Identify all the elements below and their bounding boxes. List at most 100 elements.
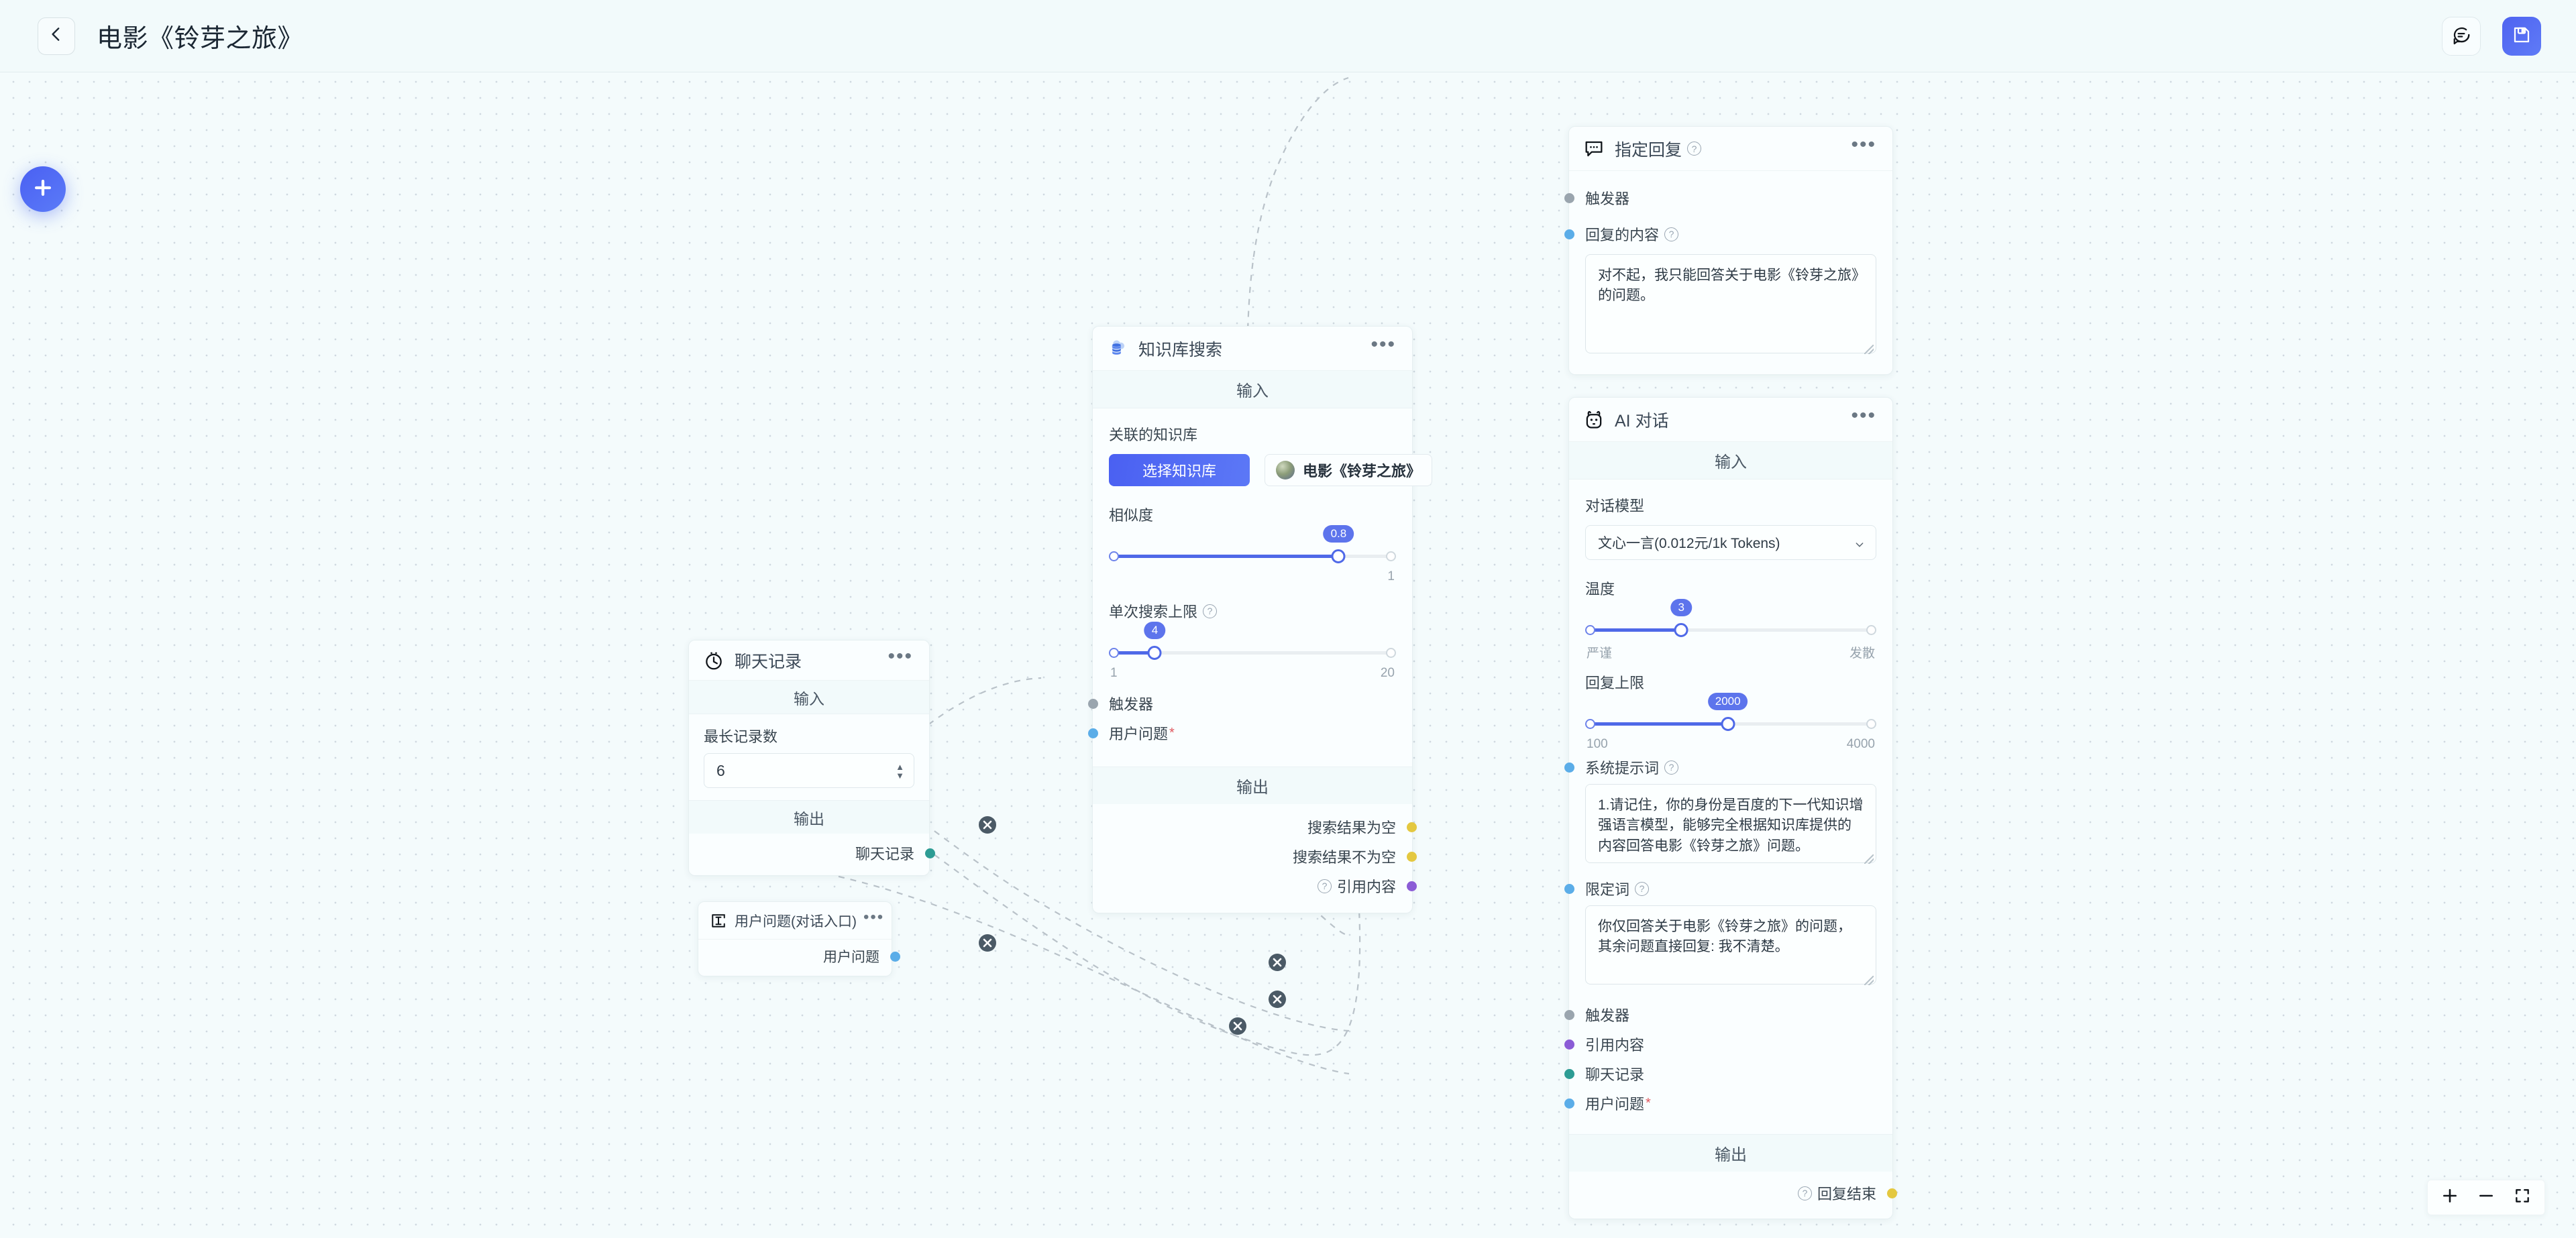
node-ai-chat[interactable]: AI 对话 ••• 输入 对话模型 文心一言(0.012元/1k Tokens)… [1564,397,1897,1219]
port-search-empty[interactable]: 搜索结果为空 [1109,812,1417,842]
port-dot[interactable] [1407,822,1417,832]
node-header[interactable]: 聊天记录 ••• [689,640,929,681]
more-dots-icon[interactable]: ••• [1851,404,1876,427]
search-limit-slider[interactable]: 4 [1109,622,1396,665]
slider-knob[interactable] [1331,549,1346,563]
scale-min: 严谨 [1587,646,1613,661]
close-circle-icon[interactable] [1269,991,1286,1008]
slider-knob[interactable] [1674,623,1688,637]
node-user-question[interactable]: 用户问题(对话入口) ••• 用户问题 [698,901,900,976]
save-button[interactable] [2502,17,2541,56]
port-dot[interactable] [1407,851,1417,862]
port-dot[interactable] [890,951,900,962]
help-icon[interactable]: ? [1664,227,1679,241]
port-dot[interactable] [925,848,935,858]
port-dot[interactable] [1564,192,1574,203]
kb-thumbnail [1276,461,1295,480]
fit-view-button[interactable] [2514,1187,2531,1208]
port-user-question[interactable]: 用户问题* [1564,1088,1876,1118]
temperature-slider[interactable]: 3 [1585,599,1876,642]
port-user-question-out[interactable]: 用户问题 [710,945,900,968]
more-dots-icon[interactable]: ••• [1371,333,1396,355]
port-qualifier[interactable]: 限定词 ? [1564,876,1876,901]
back-button[interactable] [38,17,75,55]
workflow-canvas[interactable]: 指定回复 ? ••• 触发器 回复的内容 ? [0,72,2576,1238]
port-chat-history[interactable]: 聊天记录 [1564,1059,1876,1088]
help-icon[interactable]: ? [1317,879,1332,893]
kb-label: 关联的知识库 [1109,427,1198,443]
model-select[interactable]: 文心一言(0.012元/1k Tokens) [1585,525,1876,560]
scale-min: 100 [1587,737,1608,751]
node-knowledge-base-search[interactable]: 知识库搜索 ••• 输入 关联的知识库 选择知识库 电影《铃芽之旅》 相似度 0… [1088,326,1433,913]
more-dots-icon[interactable]: ••• [888,644,913,667]
help-icon[interactable]: ? [1687,142,1702,156]
model-label: 对话模型 [1585,498,1645,514]
port-quote-content[interactable]: ? 引用内容 [1109,871,1417,901]
port-dot[interactable] [1564,1039,1574,1050]
stepper-down-icon[interactable]: ▼ [896,770,904,781]
reply-content-textarea[interactable] [1585,254,1876,353]
port-dot[interactable] [1564,229,1574,239]
port-search-not-empty[interactable]: 搜索结果不为空 [1109,842,1417,871]
port-dot[interactable] [1564,1068,1574,1079]
help-icon[interactable]: ? [1203,604,1218,618]
port-dot[interactable] [1088,728,1098,738]
slider-knob[interactable] [1147,646,1162,660]
port-reply-content[interactable]: 回复的内容 ? [1564,219,1876,249]
reply-limit-slider[interactable]: 2000 [1585,693,1876,736]
select-knowledge-base-button[interactable]: 选择知识库 [1109,454,1250,486]
close-circle-icon[interactable] [979,816,996,834]
node-header[interactable]: 指定回复 ? ••• [1569,127,1892,171]
port-trigger[interactable]: 触发器 [1088,689,1396,718]
port-dot[interactable] [1887,1188,1897,1198]
slider-min-dot [1585,719,1595,729]
node-header[interactable]: AI 对话 ••• [1569,398,1892,442]
output-section-label: 输出 [689,800,929,834]
add-node-button[interactable] [20,166,66,212]
selected-knowledge-base-chip[interactable]: 电影《铃芽之旅》 [1265,454,1433,486]
reply-limit-scale: 100 4000 [1585,737,1876,754]
stepper-arrows[interactable]: ▲ ▼ [896,754,904,789]
port-dot[interactable] [1088,698,1098,709]
zoom-in-button[interactable] [2441,1187,2459,1208]
port-system-prompt[interactable]: 系统提示词 ? [1564,754,1876,780]
max-records-stepper[interactable]: 6 ▲ ▼ [704,753,914,788]
port-dot[interactable] [1564,883,1574,894]
help-icon[interactable]: ? [1635,881,1650,896]
more-dots-icon[interactable]: ••• [863,907,885,926]
port-user-question[interactable]: 用户问题* [1088,718,1396,748]
similarity-slider[interactable]: 0.8 [1109,525,1396,568]
close-circle-icon[interactable] [979,934,996,952]
slider-max-dot [1866,625,1876,635]
port-dot[interactable] [1564,762,1574,773]
slider-knob[interactable] [1721,717,1735,731]
system-prompt-textarea[interactable] [1585,784,1876,863]
chat-preview-button[interactable] [2442,17,2481,56]
stepper-up-icon[interactable]: ▲ [896,761,904,772]
port-quote-content[interactable]: 引用内容 [1564,1029,1876,1059]
slider-track [1112,651,1393,655]
text-cursor-icon [709,911,728,930]
port-chat-history-out[interactable]: 聊天记录 [704,840,935,866]
qualifier-textarea[interactable] [1585,905,1876,984]
port-trigger[interactable]: 触发器 [1564,1000,1876,1029]
help-icon[interactable]: ? [1797,1186,1812,1200]
node-chat-history[interactable]: 聊天记录 ••• 输入 最长记录数 6 ▲ ▼ 输出 聊天记录 [688,640,935,876]
node-header[interactable]: 知识库搜索 ••• [1093,327,1412,371]
close-circle-icon[interactable] [1229,1017,1246,1035]
port-label: 引用内容 [1585,1037,1645,1054]
max-records-label: 最长记录数 [704,728,778,745]
port-dot[interactable] [1564,1098,1574,1109]
chat-bubble-icon [2451,25,2471,48]
more-dots-icon[interactable]: ••• [1851,133,1876,156]
zoom-out-button[interactable] [2477,1187,2495,1208]
close-circle-icon[interactable] [1269,954,1286,971]
port-dot[interactable] [1407,881,1417,891]
port-trigger[interactable]: 触发器 [1564,183,1876,213]
port-reply-end[interactable]: ? 回复结束 [1585,1178,1897,1208]
speech-bubble-icon [1582,137,1605,160]
port-dot[interactable] [1564,1009,1574,1020]
node-specified-reply[interactable]: 指定回复 ? ••• 触发器 回复的内容 ? [1564,126,1893,375]
node-header[interactable]: 用户问题(对话入口) ••• [698,902,892,940]
help-icon[interactable]: ? [1664,760,1679,775]
